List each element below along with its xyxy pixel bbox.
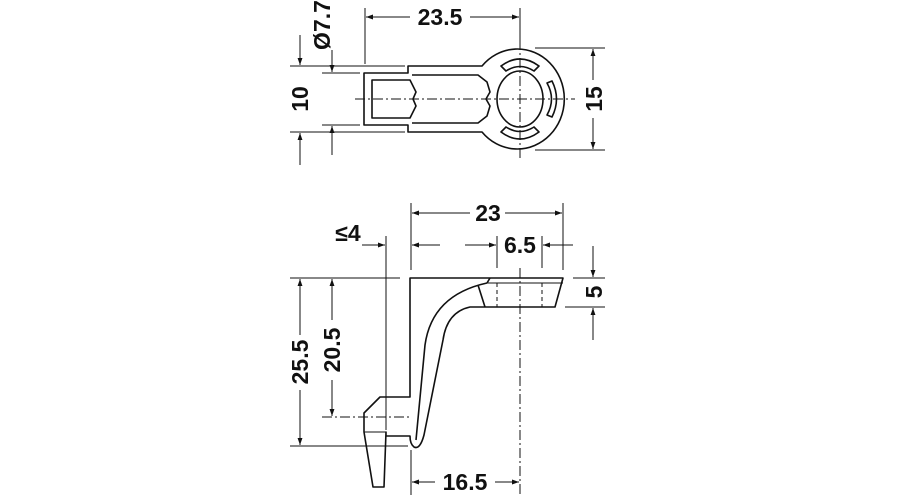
dimension-center-16-5: 16.5	[443, 469, 488, 495]
dimension-total-height-25-5: 25.5	[287, 339, 313, 384]
dimension-width-23-5: 23.5	[418, 4, 463, 30]
top-view-slot-bottom	[500, 126, 540, 140]
dimension-max-thickness-4: ≤4	[335, 220, 361, 246]
dimension-total-width-23: 23	[475, 200, 501, 226]
side-view-outline	[363, 277, 564, 488]
dimension-hole-6-5: 6.5	[504, 232, 536, 258]
top-view-slot-top	[500, 58, 540, 72]
top-view-outline	[363, 48, 566, 150]
side-view: 23 6.5 ≤4 5 25.5 20.5 16.5	[287, 200, 607, 495]
side-view-inner-curve	[415, 277, 491, 441]
dimension-shelf-5: 5	[581, 285, 607, 298]
dimension-pin-height-20-5: 20.5	[319, 327, 345, 372]
dimension-height-10: 10	[287, 86, 313, 112]
top-view-slot-right	[546, 80, 558, 118]
top-view: 23.5 10 Ø7.7 15	[287, 0, 607, 165]
dimension-head-15: 15	[581, 86, 607, 112]
dimension-diameter-7-7: Ø7.7	[309, 0, 335, 50]
